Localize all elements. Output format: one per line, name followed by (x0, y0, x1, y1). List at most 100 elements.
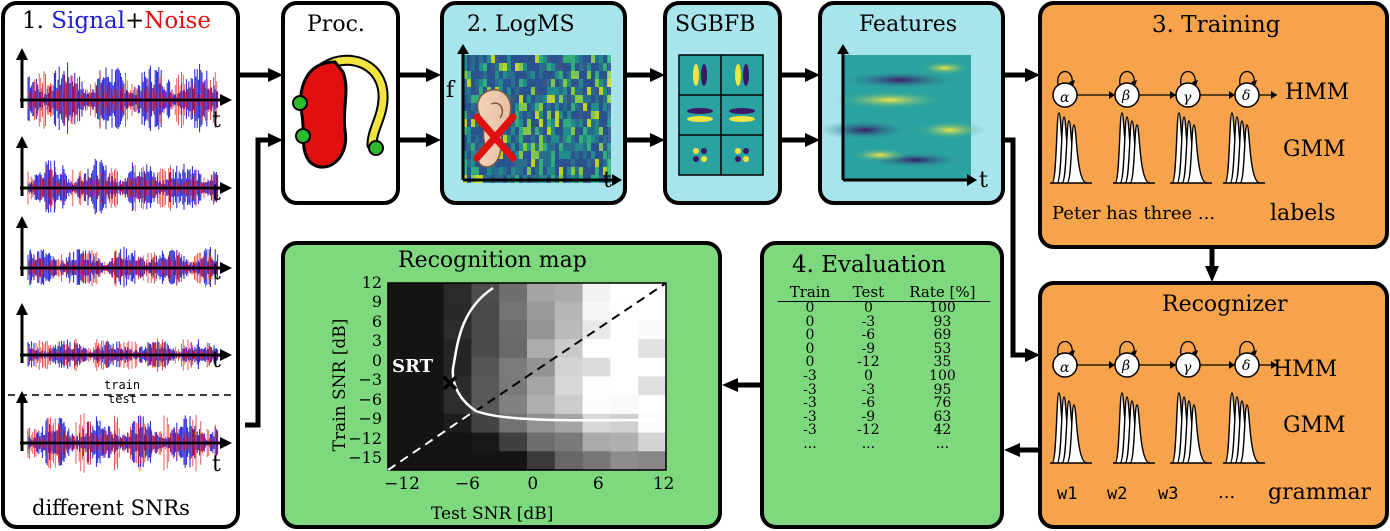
table-cell: 95 (933, 381, 952, 398)
rec-state-alpha: α (1060, 360, 1070, 376)
panel1-footer: different SNRs (32, 496, 190, 520)
table-cell: -3 (861, 313, 876, 330)
table-cell: -3 (803, 422, 817, 439)
axis-t-4: t (212, 348, 221, 373)
word-w2: w2 (1107, 484, 1128, 504)
table-cell: -3 (803, 395, 817, 412)
plus-label: + (124, 8, 145, 34)
features-title: Features (859, 12, 958, 37)
table-cell: 0 (863, 367, 873, 384)
ytick: −6 (358, 389, 382, 409)
cross-icon (473, 113, 517, 162)
xtick: −12 (384, 474, 420, 494)
ytick: 9 (371, 292, 382, 312)
arrow-heads (268, 68, 1219, 457)
recognizer-hmm-label: HMM (1273, 357, 1338, 382)
rec-state-beta: β (1122, 358, 1131, 374)
recmap-title: Recognition map (398, 248, 587, 273)
table-cell: 100 (929, 367, 956, 384)
table-cell: -9 (861, 340, 876, 357)
table-row: -3 0 100 (778, 367, 990, 384)
recognizer-gmm-label: GMM (1283, 413, 1346, 438)
logms-axis-t: t (603, 168, 612, 193)
train-state-beta: β (1122, 88, 1131, 104)
sgbfb-title: SGBFB (675, 12, 756, 37)
srt-label: SRT (392, 356, 434, 377)
ytick: −9 (358, 409, 382, 429)
table-row: 0 -12 35 (778, 356, 990, 370)
xtick: 6 (592, 474, 604, 494)
recognition-heatmap (387, 282, 667, 471)
ytick: −12 (348, 428, 382, 448)
xtick: −6 (454, 474, 480, 494)
eval-header: Train (778, 283, 842, 302)
proc-title: Proc. (307, 12, 365, 37)
table-cell: -3 (861, 381, 876, 398)
table-cell: 0 (863, 300, 873, 316)
training-gmm (1050, 112, 1265, 184)
eval-header: Test (841, 283, 895, 302)
table-cell: -3 (803, 408, 817, 425)
ytick: −15 (348, 448, 382, 468)
table-cell: 0 (805, 300, 815, 316)
rec-state-delta: δ (1242, 358, 1251, 374)
word-w3: w3 (1158, 484, 1179, 504)
recognizer-grammar: grammar (1268, 480, 1372, 505)
table-cell: ... (861, 435, 876, 452)
recognizer-title: Recognizer (1162, 292, 1288, 317)
table-cell: 35 (933, 354, 952, 371)
table-cell: 42 (933, 422, 952, 439)
eval-header: Rate [%] (894, 283, 990, 302)
table-cell: 0 (805, 340, 815, 357)
train-label: train (104, 378, 141, 392)
table-cell: ... (935, 435, 950, 452)
hearing-aid-icon (292, 54, 389, 169)
ytick: 0 (371, 350, 382, 370)
training-title: 3. Training (1152, 12, 1281, 38)
table-cell: 93 (933, 313, 952, 330)
logms-axis-f: f (446, 78, 455, 103)
panel1-number: 1. (22, 8, 44, 34)
train-state-gamma: γ (1183, 90, 1192, 106)
table-cell: -9 (861, 408, 876, 425)
train-state-delta: δ (1242, 88, 1251, 104)
table-cell: 63 (933, 408, 952, 425)
panel1-title: 1. Signal+Noise (22, 8, 211, 34)
recognizer-hmm (1052, 340, 1277, 378)
table-cell: -12 (857, 354, 880, 371)
axis-t-2: t (212, 181, 221, 206)
table-row: 0 -9 53 (778, 340, 990, 357)
table-cell: -6 (861, 327, 876, 344)
word-w1: w1 (1057, 484, 1078, 504)
recognizer-gmm (1050, 392, 1265, 464)
features-axis-t: t (979, 168, 988, 193)
rec-state-gamma: γ (1183, 360, 1192, 376)
table-row: ......... (778, 435, 990, 452)
training-hmm-label: HMM (1285, 80, 1350, 105)
table-row: -3 -12 42 (778, 424, 990, 438)
feature-map (820, 44, 985, 186)
evaluation-title: 4. Evaluation (792, 252, 946, 278)
training-hmm (1052, 70, 1277, 108)
noise-label: Noise (144, 8, 212, 34)
ytick: −3 (358, 370, 382, 390)
ytick: 12 (361, 273, 382, 292)
table-cell: -12 (857, 422, 880, 439)
signal-label: Signal (51, 8, 125, 34)
ytick: 3 (371, 331, 382, 351)
log-mel-spectrogram (457, 44, 622, 186)
ytick: 6 (371, 311, 382, 331)
table-cell: 0 (805, 354, 815, 371)
table-row: -3 -9 63 (778, 408, 990, 425)
axis-t-3: t (212, 260, 221, 285)
table-cell: ... (803, 435, 817, 452)
table-cell: -3 (803, 367, 817, 384)
table-cell: 0 (805, 313, 815, 330)
table-cell: 53 (933, 340, 952, 357)
logms-title: 2. LogMS (467, 12, 575, 37)
training-labels: labels (1270, 201, 1336, 226)
table-cell: 69 (933, 327, 952, 344)
